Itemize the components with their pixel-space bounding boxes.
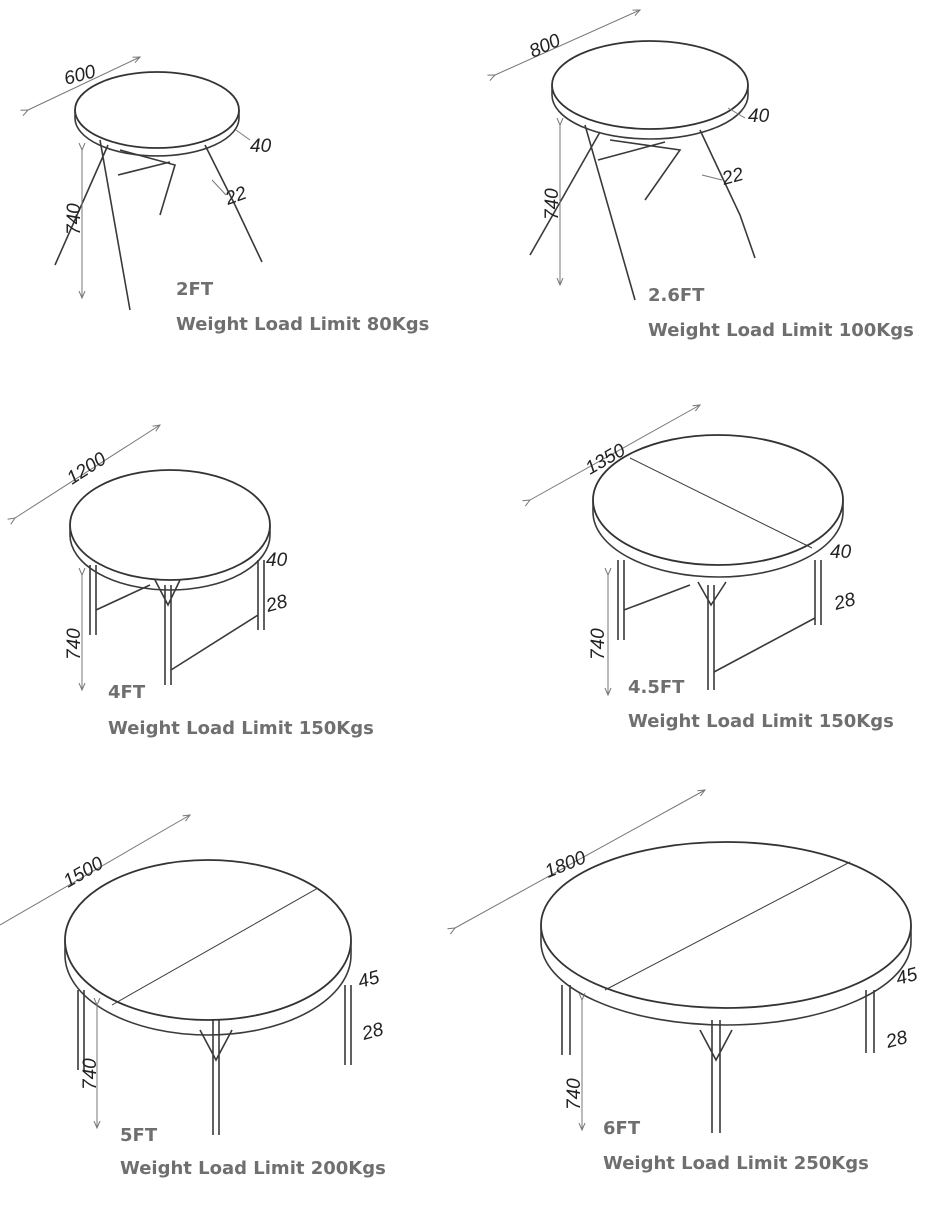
table-2-6ft: 800 40 22 740 2.6FT Weight Load Limit 10… — [495, 10, 914, 341]
table-legs — [561, 985, 875, 1133]
table-legs — [54, 139, 263, 311]
table-legs — [617, 560, 822, 690]
leg-label: 28 — [359, 1019, 386, 1045]
size-label: 6FT — [603, 1118, 641, 1139]
table-4ft: 1200 40 28 740 4FT Weight Load Limit 150… — [15, 425, 374, 739]
weight-limit-label: Weight Load Limit 200Kgs — [120, 1158, 386, 1179]
weight-limit-label: Weight Load Limit 80Kgs — [176, 314, 429, 335]
table-top — [64, 859, 352, 1021]
table-6ft: 1800 45 28 740 6FT Weight Load Limit 250… — [455, 790, 920, 1174]
size-label: 4FT — [108, 682, 146, 703]
thickness-label: 40 — [748, 106, 770, 127]
height-label: 740 — [564, 1078, 585, 1110]
height-label: 740 — [64, 203, 85, 235]
table-top — [592, 434, 844, 566]
table-top — [74, 71, 240, 149]
height-label: 740 — [64, 628, 85, 660]
size-label: 2FT — [176, 279, 214, 300]
height-label: 740 — [588, 628, 609, 660]
table-top — [540, 841, 912, 1009]
thickness-label: 40 — [250, 136, 272, 157]
table-2ft: 600 40 22 740 2FT Weight Load Limit 80Kg… — [28, 57, 429, 335]
weight-limit-label: Weight Load Limit 150Kgs — [628, 711, 894, 732]
weight-limit-label: Weight Load Limit 100Kgs — [648, 320, 914, 341]
table-legs — [77, 985, 352, 1135]
thickness-label: 45 — [894, 964, 920, 990]
table-5ft: 1500 45 28 740 5FT Weight Load Limit 200… — [0, 815, 386, 1179]
table-top — [551, 40, 749, 130]
diameter-label: 800 — [526, 30, 564, 63]
leg-label: 28 — [263, 591, 290, 617]
leg-label: 28 — [831, 589, 858, 615]
height-label: 740 — [80, 1058, 101, 1090]
thickness-label: 40 — [266, 550, 288, 571]
weight-limit-label: Weight Load Limit 250Kgs — [603, 1153, 869, 1174]
leg-label: 22 — [719, 164, 746, 190]
leg-label: 28 — [883, 1027, 910, 1053]
size-label: 5FT — [120, 1125, 158, 1146]
thickness-label: 40 — [830, 542, 852, 563]
table-legs — [529, 124, 756, 301]
thickness-label: 45 — [356, 967, 382, 993]
height-label: 740 — [542, 188, 563, 220]
size-label: 2.6FT — [648, 285, 705, 306]
table-4-5ft: 1350 40 28 740 4.5FT Weight Load Limit 1… — [530, 405, 894, 732]
table-top — [69, 469, 271, 581]
table-legs — [89, 560, 265, 685]
size-label: 4.5FT — [628, 677, 685, 698]
weight-limit-label: Weight Load Limit 150Kgs — [108, 718, 374, 739]
